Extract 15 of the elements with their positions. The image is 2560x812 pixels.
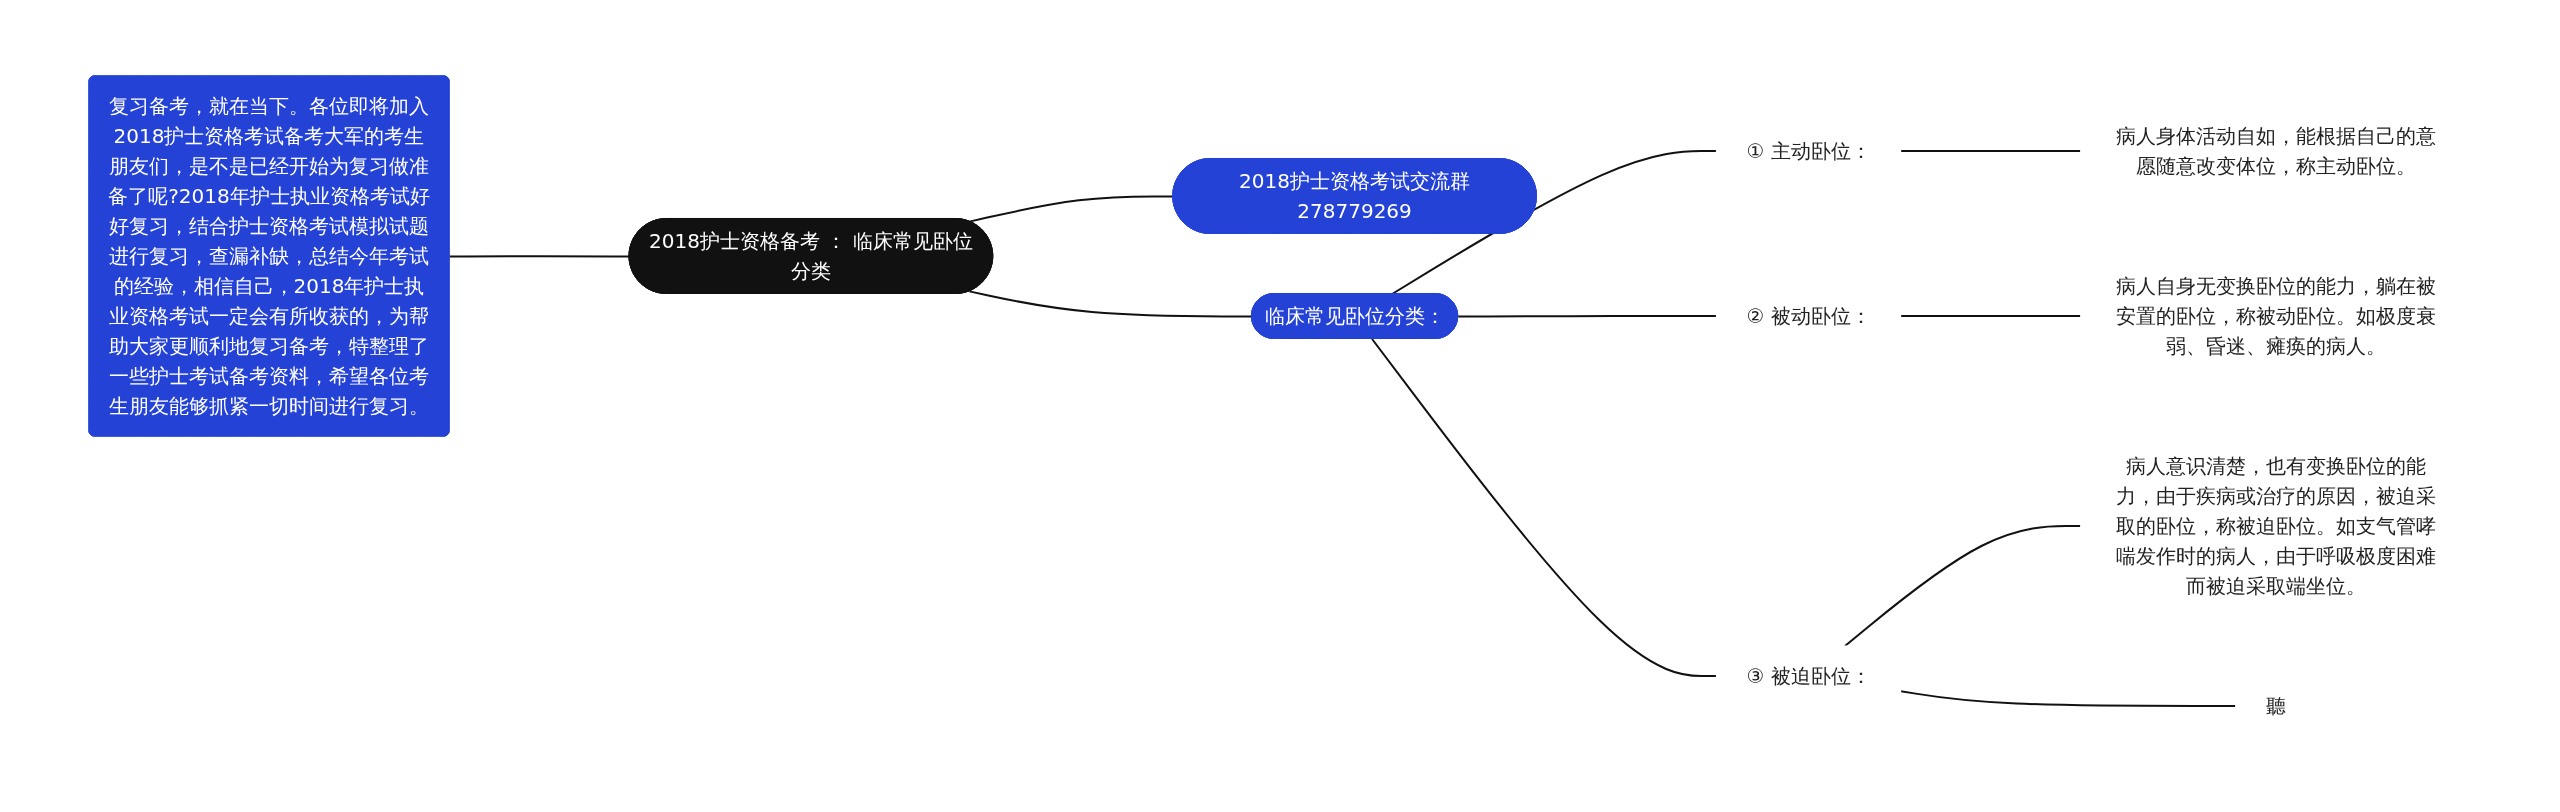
node-text: 病人身体活动自如，能根据自己的意愿随意改变体位，称主动卧位。: [2115, 124, 2436, 178]
connector: [1457, 315, 1718, 318]
connector: [448, 255, 631, 258]
node-text: 病人自身无变换卧位的能力，躺在被安置的卧位，称被动卧位。如极度衰弱、昏迷、瘫痪的病人。: [2115, 274, 2436, 358]
connector: [1371, 338, 1718, 677]
connector: [1391, 150, 1718, 295]
connector: [1844, 525, 2082, 647]
node-text: ③ 被迫卧位：: [1746, 663, 1871, 688]
connector: [1899, 150, 2082, 152]
node-text: ② 被动卧位：: [1746, 303, 1871, 328]
node-text: 聽: [2265, 693, 2286, 718]
connector: [1899, 315, 2082, 317]
node-text: 病人意识清楚，也有变换卧位的能力，由于疾病或治疗的原因，被迫采取的卧位，称被迫卧位。如支气管哮喘发作时的病人，由于呼吸极度困难而被迫采取端坐位。: [2115, 453, 2436, 598]
connector: [1899, 690, 2237, 707]
node-text: ① 主动卧位：: [1746, 139, 1871, 163]
